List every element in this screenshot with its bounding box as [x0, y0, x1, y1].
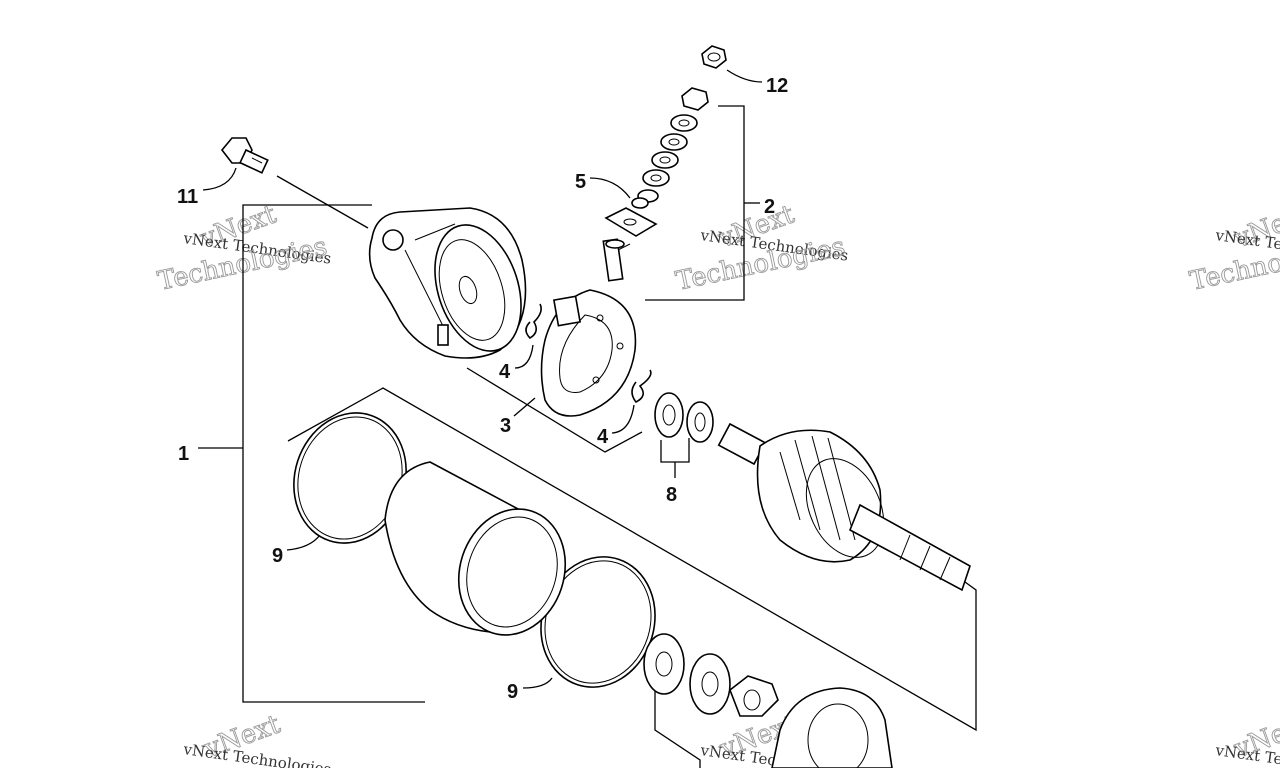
- watermark-top-left: vNext vNext Technologies Technologies: [155, 199, 333, 297]
- leader-9a: [286, 534, 321, 551]
- bracket-armature: [287, 387, 977, 732]
- watermark-top-right: vNext vNext Technologies Technologies: [1187, 199, 1280, 297]
- brush-plate-part-3: [540, 289, 637, 417]
- callout-4b: 4: [597, 426, 609, 448]
- watermark-bottom-left: vNext vNext Technologies: [181, 709, 332, 768]
- watermark-bottom-right: vNext vNext Technologies: [1213, 709, 1280, 768]
- end-cover-housing: [368, 207, 527, 359]
- leader-3: [513, 397, 536, 417]
- watermark-top-center: vNext vNext Technologies Technologies: [673, 199, 850, 297]
- callout-4a: 4: [499, 361, 511, 383]
- brush-spring-part-4b: [631, 369, 652, 404]
- nut-part-12: [701, 45, 727, 69]
- bracket-assembly-1: [242, 204, 425, 703]
- yoke-housing: [384, 461, 567, 636]
- bracket-bottom: [654, 690, 701, 768]
- front-bracket-housing: [771, 687, 893, 768]
- leader-5: [589, 177, 631, 199]
- bracket-washers-8: [660, 438, 690, 463]
- callout-12: 12: [766, 75, 788, 97]
- bolt-part-11: [220, 137, 269, 174]
- leader-11: [202, 167, 237, 191]
- callout-9a: 9: [272, 545, 283, 567]
- armature: [717, 422, 971, 592]
- callout-5: 5: [575, 171, 586, 193]
- callout-1: 1: [178, 443, 189, 465]
- callout-2: 2: [764, 196, 775, 218]
- leader-4b: [611, 404, 635, 434]
- callout-3: 3: [500, 415, 511, 437]
- washers-part-8: [654, 392, 714, 443]
- leader-4a: [514, 344, 534, 369]
- bracket-lines: [198, 69, 977, 768]
- callout-labels: 1 2 3 4 4 5 8 9 9 11 12: [177, 75, 788, 703]
- callout-9b: 9: [507, 681, 518, 703]
- bottom-washers: [643, 633, 779, 717]
- callout-8: 8: [666, 484, 677, 506]
- brush-spring-part-4a: [525, 303, 542, 340]
- leader-11-line: [276, 175, 369, 229]
- bracket-assembly-3: [466, 367, 643, 453]
- leader-12: [726, 69, 763, 83]
- callout-11: 11: [177, 186, 198, 208]
- terminal-stack-part-2: [602, 87, 709, 282]
- leader-9b: [522, 677, 553, 689]
